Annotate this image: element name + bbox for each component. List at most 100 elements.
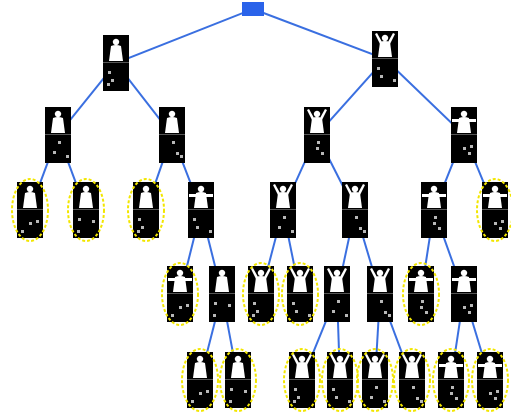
feature-dot xyxy=(294,388,297,391)
silhouette-arm xyxy=(375,33,382,44)
feature-tile xyxy=(73,210,99,238)
internal-node xyxy=(159,107,185,163)
silhouette-arm xyxy=(340,268,347,279)
feature-dot xyxy=(420,306,423,309)
internal-node xyxy=(421,182,447,238)
silhouette-body xyxy=(310,117,324,133)
silhouette-head xyxy=(417,269,425,277)
silhouette-arm xyxy=(303,268,310,279)
feature-dot xyxy=(384,311,387,314)
internal-node xyxy=(372,31,398,87)
feature-dot xyxy=(108,71,111,74)
feature-dot xyxy=(66,155,69,158)
feature-dot xyxy=(499,227,502,230)
feature-dot xyxy=(256,310,259,313)
internal-node xyxy=(451,266,477,322)
leaf-node xyxy=(242,262,280,326)
leaf-marker-ellipse xyxy=(161,262,199,326)
feature-dot xyxy=(412,386,415,389)
internal-node xyxy=(270,182,296,238)
silhouette-arm xyxy=(305,354,312,365)
leaf-node xyxy=(161,262,199,326)
leaf-node xyxy=(432,348,470,412)
feature-dot xyxy=(171,314,174,317)
feature-dot xyxy=(345,314,348,317)
leaf-marker-ellipse xyxy=(476,178,511,242)
tree-edge xyxy=(115,8,254,64)
silhouette-arm xyxy=(415,354,422,365)
silhouette-arm xyxy=(307,109,314,120)
silhouette-head xyxy=(381,34,389,42)
silhouette-arm xyxy=(330,354,337,365)
feature-dot xyxy=(438,227,441,230)
silhouette-arm xyxy=(345,184,352,195)
silhouette-head xyxy=(333,269,341,277)
feature-dot xyxy=(468,311,471,314)
silhouette-head xyxy=(371,355,379,363)
silhouette-body xyxy=(231,362,245,378)
feature-dot xyxy=(141,226,144,229)
feature-dot xyxy=(36,220,39,223)
feature-dot xyxy=(209,230,212,233)
silhouette-body xyxy=(378,41,392,57)
feature-dot xyxy=(186,304,189,307)
feature-dot xyxy=(434,216,437,219)
silhouette-arm xyxy=(383,268,390,279)
silhouette-head xyxy=(447,355,455,363)
tree-edge xyxy=(252,8,386,60)
leaf-node xyxy=(281,262,319,326)
feature-tile xyxy=(103,63,129,91)
silhouette-head xyxy=(491,185,499,193)
feature-dot xyxy=(463,306,466,309)
feature-dot xyxy=(283,216,286,219)
silhouette-arm xyxy=(388,33,395,44)
leaf-marker-ellipse xyxy=(127,178,165,242)
internal-node xyxy=(367,266,393,322)
leaf-node xyxy=(471,348,509,412)
silhouette-head xyxy=(112,38,120,46)
silhouette-arm xyxy=(439,364,463,367)
internal-node xyxy=(209,266,235,322)
silhouette-head xyxy=(298,355,306,363)
feature-tile xyxy=(362,380,388,408)
silhouette-body xyxy=(254,276,268,292)
silhouette-arm xyxy=(402,354,409,365)
feature-dot xyxy=(380,300,383,303)
silhouette-head xyxy=(257,269,265,277)
silhouette-head xyxy=(218,269,226,277)
feature-dot xyxy=(359,227,362,230)
feature-dot xyxy=(451,386,454,389)
silhouette-arm xyxy=(483,194,507,197)
root-node xyxy=(242,2,264,16)
feature-tile xyxy=(248,294,274,322)
leaf-node xyxy=(181,348,219,412)
feature-tile xyxy=(327,380,353,408)
feature-tile xyxy=(287,294,313,322)
silhouette-arm xyxy=(452,278,476,281)
feature-dot xyxy=(332,310,335,313)
feature-dot xyxy=(199,392,202,395)
silhouette-head xyxy=(26,185,34,193)
leaf-marker-ellipse xyxy=(356,348,394,412)
feature-dot xyxy=(468,152,471,155)
feature-dot xyxy=(244,390,247,393)
feature-tile xyxy=(324,294,350,322)
feature-dot xyxy=(58,141,61,144)
feature-dot xyxy=(321,152,324,155)
leaf-marker-ellipse xyxy=(393,348,431,412)
silhouette-body xyxy=(333,362,347,378)
feature-dot xyxy=(393,79,396,82)
feature-dot xyxy=(383,400,386,403)
feature-dot xyxy=(377,67,380,70)
silhouette-arm xyxy=(273,184,280,195)
leaf-node xyxy=(476,178,511,242)
internal-node xyxy=(45,107,71,163)
leaf-node xyxy=(127,178,165,242)
feature-tile xyxy=(372,59,398,87)
feature-tile xyxy=(289,380,315,408)
feature-tile xyxy=(367,294,393,322)
feature-dot xyxy=(308,314,311,317)
leaf-node xyxy=(393,348,431,412)
